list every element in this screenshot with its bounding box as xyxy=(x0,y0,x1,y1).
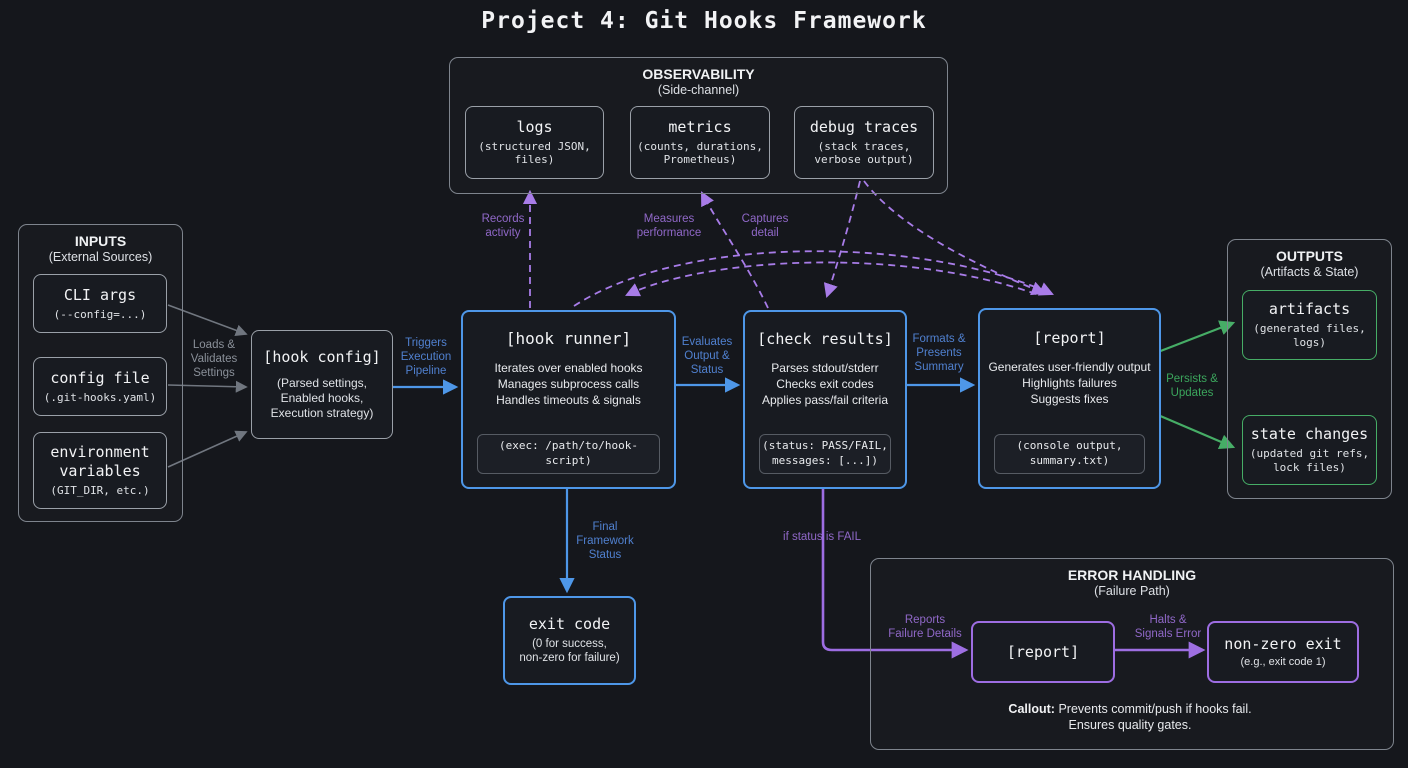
error-handling-callout: Callout: Prevents commit/push if hooks f… xyxy=(1008,702,1252,732)
edge-label-persists-updates: Persists & Updates xyxy=(1166,372,1218,399)
node-logs: logs (structured JSON, files) xyxy=(465,106,604,179)
edge-label-if-status-fail: if status is FAIL xyxy=(783,530,861,543)
inputs-title: INPUTS xyxy=(74,233,127,249)
edge-label-records-activity: Records activity xyxy=(481,212,525,239)
edge-label-final-status: Final Framework Status xyxy=(576,520,634,562)
error-handling-subtitle: (Failure Path) xyxy=(1094,584,1170,598)
observability-subtitle: (Side-channel) xyxy=(657,83,740,97)
node-hook-config: [hook config] (Parsed settings, Enabled … xyxy=(251,330,393,439)
edge-label-measures-performance: Measures performance xyxy=(636,212,702,239)
check-results-status-badge: (status: PASS/FAIL, messages: [...]) xyxy=(759,434,891,474)
node-environment-variables: environment variables (GIT_DIR, etc.) xyxy=(33,432,167,509)
node-check-results: [check results] Parses stdout/stderr Che… xyxy=(743,310,907,489)
inputs-panel: INPUTS (External Sources) xyxy=(18,224,183,522)
outputs-panel: OUTPUTS (Artifacts & State) xyxy=(1227,239,1392,499)
node-hook-runner: [hook runner] Iterates over enabled hook… xyxy=(461,310,676,489)
node-report: [report] Generates user-friendly output … xyxy=(978,308,1161,489)
node-exit-code: exit code (0 for success, non-zero for f… xyxy=(503,596,636,685)
node-artifacts: artifacts (generated files, logs) xyxy=(1242,290,1377,360)
edge-label-triggers-pipeline: Triggers Execution Pipeline xyxy=(400,336,452,378)
edge-label-formats-summary: Formats & Presents Summary xyxy=(912,332,966,374)
node-error-report: [report] xyxy=(971,621,1115,683)
edge-label-halts-signals: Halts & Signals Error xyxy=(1134,613,1202,640)
outputs-title: OUTPUTS xyxy=(1276,248,1343,264)
node-metrics: metrics (counts, durations, Prometheus) xyxy=(630,106,770,179)
node-debug-traces: debug traces (stack traces, verbose outp… xyxy=(794,106,934,179)
error-handling-panel: ERROR HANDLING (Failure Path) xyxy=(870,558,1394,750)
edge-label-loads-validates: Loads & Validates Settings xyxy=(190,338,238,380)
observability-edges xyxy=(522,180,1054,309)
outputs-subtitle: (Artifacts & State) xyxy=(1260,265,1359,279)
report-output-badge: (console output, summary.txt) xyxy=(994,434,1145,474)
error-handling-title: ERROR HANDLING xyxy=(1067,567,1197,583)
node-config-file: config file (.git-hooks.yaml) xyxy=(33,357,167,416)
node-cli-args: CLI args (--config=...) xyxy=(33,274,167,333)
node-state-changes: state changes (updated git refs, lock fi… xyxy=(1242,415,1377,485)
inputs-subtitle: (External Sources) xyxy=(48,250,153,264)
observability-panel: OBSERVABILITY (Side-channel) xyxy=(449,57,948,194)
edge-label-captures-detail: Captures detail xyxy=(741,212,789,239)
page-title: Project 4: Git Hooks Framework xyxy=(481,8,927,34)
edge-label-evaluates-status: Evaluates Output & Status xyxy=(681,335,733,377)
hook-runner-exec-badge: (exec: /path/to/hook-script) xyxy=(477,434,660,474)
node-nonzero-exit: non-zero exit (e.g., exit code 1) xyxy=(1207,621,1359,683)
edge-label-reports-failure: Reports Failure Details xyxy=(888,613,962,640)
observability-title: OBSERVABILITY xyxy=(642,66,755,82)
